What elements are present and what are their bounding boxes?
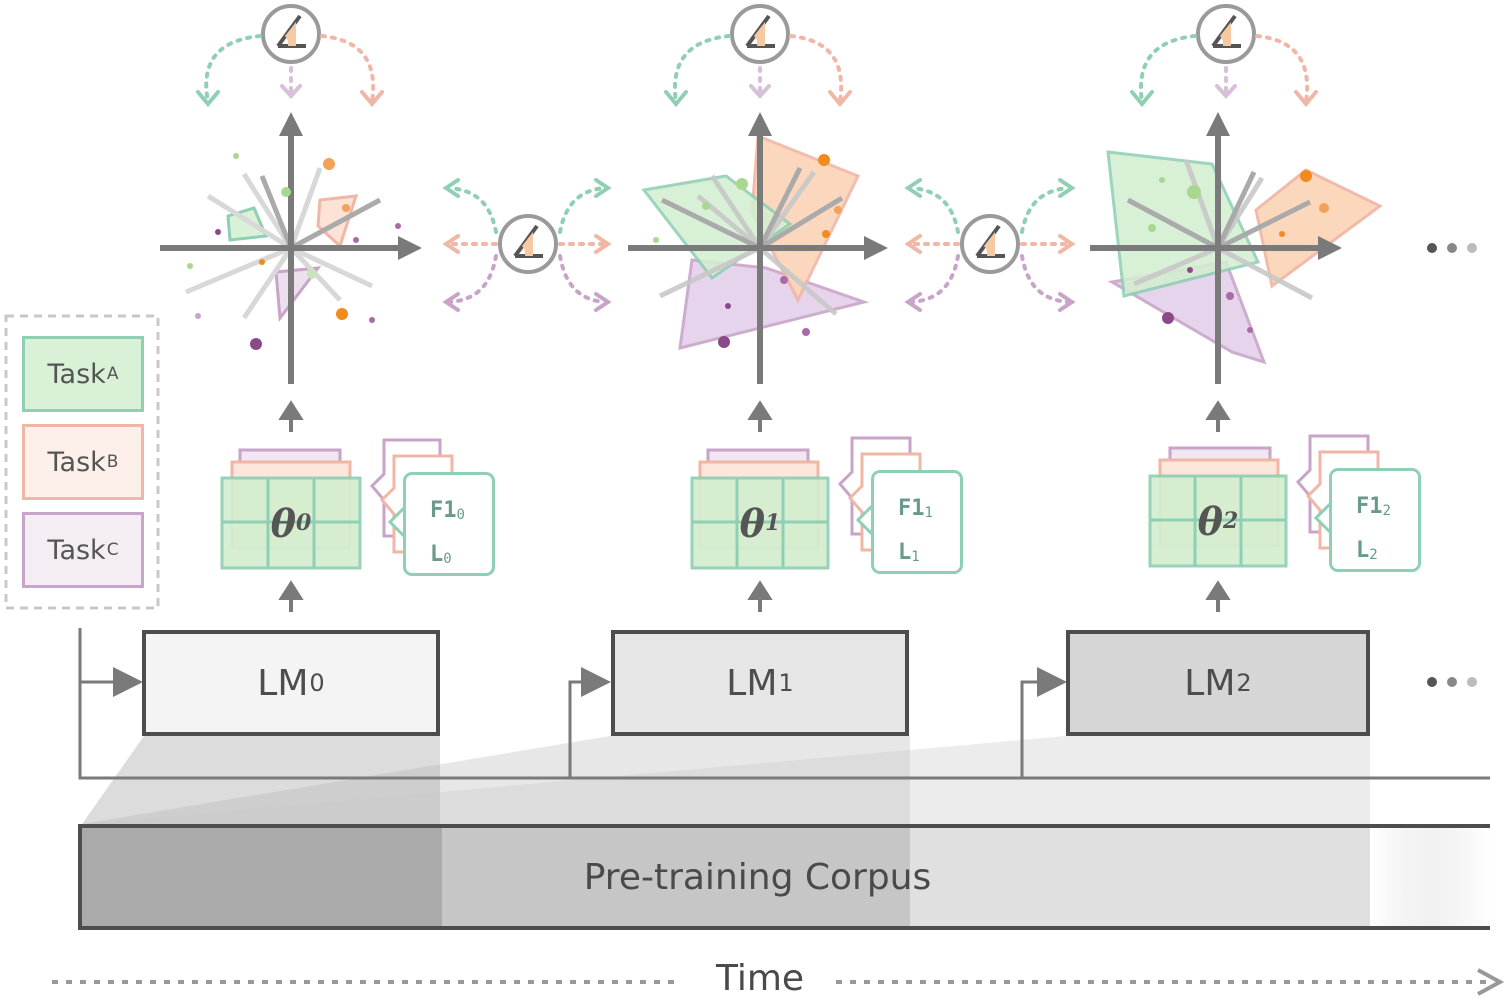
metric-card-0: F10 L0 xyxy=(403,472,495,576)
metric-l-1: L xyxy=(898,540,912,565)
angle-compare-icon-between-1-2 xyxy=(960,214,1020,274)
theta-symbol-1: θ xyxy=(739,500,766,546)
pretraining-corpus xyxy=(78,824,1490,930)
comparison-arrows-middle xyxy=(448,186,1070,304)
legend-task-c-sub: C xyxy=(106,540,119,560)
metric-f1-sub-2: 2 xyxy=(1382,503,1391,519)
flow-arrows xyxy=(278,400,1231,612)
metric-l-0: L xyxy=(430,542,444,567)
metric-l-sub-0: 0 xyxy=(443,551,452,567)
metric-f1-sub-0: 0 xyxy=(456,507,465,523)
legend-task-b-label: Task xyxy=(47,446,106,478)
angle-compare-icon-2 xyxy=(1196,4,1256,64)
metric-f1-2: F1 xyxy=(1356,494,1383,519)
continuation-dots xyxy=(1427,243,1477,687)
theta-sub-2: 2 xyxy=(1223,508,1239,534)
lm-label-2: LM xyxy=(1184,662,1236,704)
metric-l-sub-2: 2 xyxy=(1369,547,1378,563)
embedding-space-1 xyxy=(628,112,888,384)
metric-l-2: L xyxy=(1356,538,1370,563)
metric-card-1: F11 L1 xyxy=(871,470,963,574)
corpus-label: Pre-training Corpus xyxy=(583,856,932,898)
corpus-slices xyxy=(82,736,1370,824)
comparison-arrowheads-top xyxy=(196,84,1318,108)
legend-frame xyxy=(4,314,160,610)
metric-card-pointers xyxy=(387,502,1332,538)
lm-sub-2: 2 xyxy=(1236,669,1252,697)
legend-task-a-sub: A xyxy=(106,364,119,384)
legend-task-a-label: Task xyxy=(47,358,106,390)
lm-sub-0: 0 xyxy=(309,669,325,697)
comparison-arrowheads-middle xyxy=(442,178,1076,312)
lm-label-1: LM xyxy=(726,662,778,704)
param-grid-2 xyxy=(1148,446,1288,568)
theta-symbol-2: θ xyxy=(1197,498,1224,544)
theta-sub-1: 1 xyxy=(765,510,781,536)
metric-f1-1: F1 xyxy=(898,496,925,521)
timeline-connectors xyxy=(78,628,1490,780)
embedding-space-0 xyxy=(160,112,422,384)
param-grid-1 xyxy=(690,448,830,570)
angle-compare-icon-between-0-1 xyxy=(498,214,558,274)
param-grid-0 xyxy=(220,448,362,570)
time-arrowhead xyxy=(1477,968,1505,996)
metric-f1-sub-1: 1 xyxy=(924,505,933,521)
metric-l-sub-1: 1 xyxy=(911,549,920,565)
time-label: Time xyxy=(715,958,805,999)
comparison-arrows-top xyxy=(204,34,1310,104)
embedding-space-2 xyxy=(1090,112,1383,384)
theta-sub-0: 0 xyxy=(296,510,312,536)
legend-task-c-label: Task xyxy=(47,534,106,566)
lm-sub-1: 1 xyxy=(778,669,794,697)
angle-compare-icon-1 xyxy=(730,4,790,64)
lm-label-0: LM xyxy=(257,662,309,704)
metric-f1-0: F1 xyxy=(430,498,457,523)
metric-card-2: F12 L2 xyxy=(1329,468,1421,572)
angle-compare-icon-0 xyxy=(261,4,321,64)
theta-symbol-0: θ xyxy=(270,500,297,546)
legend-task-b-sub: B xyxy=(106,452,119,472)
